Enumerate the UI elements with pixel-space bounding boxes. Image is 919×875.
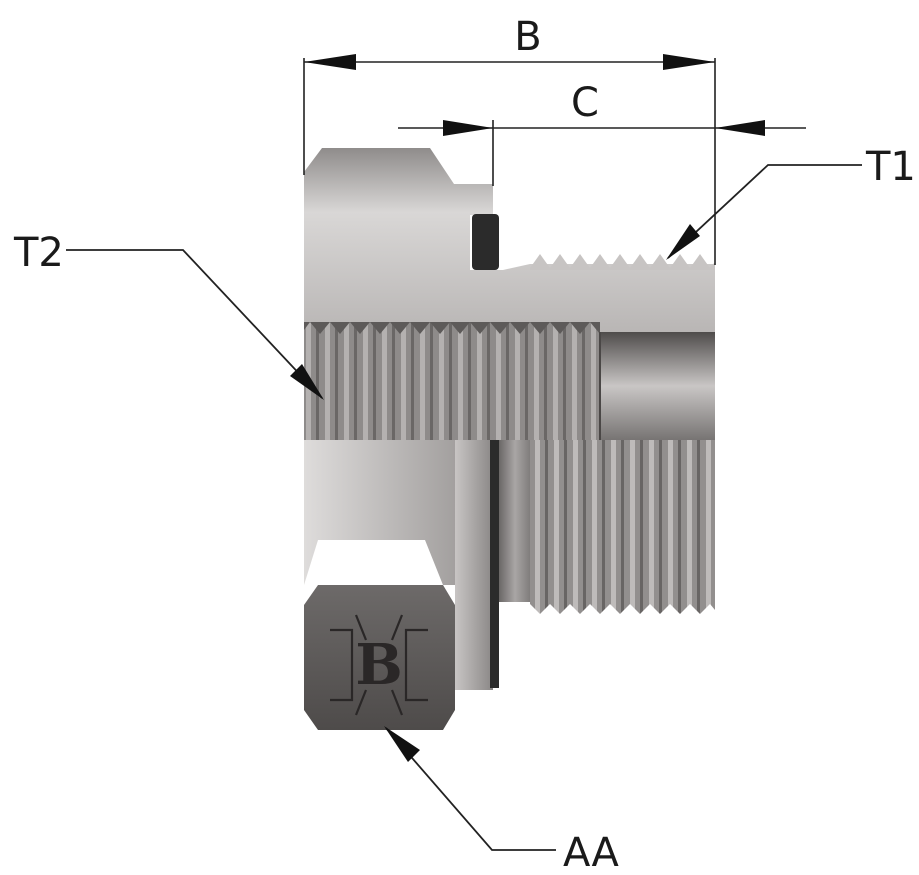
internal-thread-band	[304, 322, 600, 440]
arrow-b-right	[663, 54, 715, 70]
small-bore	[600, 332, 715, 440]
spigot-shoulder	[499, 440, 531, 602]
o-ring-seal	[472, 214, 499, 270]
label-aa: AA	[563, 830, 619, 875]
label-c: C	[571, 80, 599, 126]
hex-logo-face	[304, 585, 455, 730]
upper-section	[304, 148, 715, 440]
arrow-t1	[666, 224, 700, 260]
arrow-c-right	[715, 120, 765, 136]
arrow-t2	[290, 364, 324, 400]
brand-logo	[330, 614, 428, 716]
arrow-c-left	[443, 120, 493, 136]
arrow-aa	[384, 726, 420, 762]
external-thread-teeth	[530, 254, 715, 270]
hex-body-upper	[304, 148, 715, 332]
leader-aa: AA	[384, 726, 619, 875]
dimension-c: C	[398, 80, 806, 186]
label-t1: T1	[865, 144, 916, 190]
hex-lower-facet	[455, 440, 493, 690]
o-ring-side	[490, 440, 499, 688]
hex-side-flat	[304, 440, 455, 585]
label-t2: T2	[13, 230, 64, 276]
lower-exterior: B	[304, 440, 715, 730]
internal-thread-teeth	[304, 322, 600, 334]
arrow-b-left	[304, 54, 356, 70]
dimension-b: B	[303, 14, 716, 265]
logo-letter: B	[355, 632, 402, 698]
leader-t2: T2	[13, 230, 324, 400]
external-thread-bottom-teeth	[530, 604, 715, 625]
leader-t1: T1	[666, 144, 916, 260]
external-thread-lower	[530, 440, 715, 620]
label-b: B	[514, 14, 541, 60]
